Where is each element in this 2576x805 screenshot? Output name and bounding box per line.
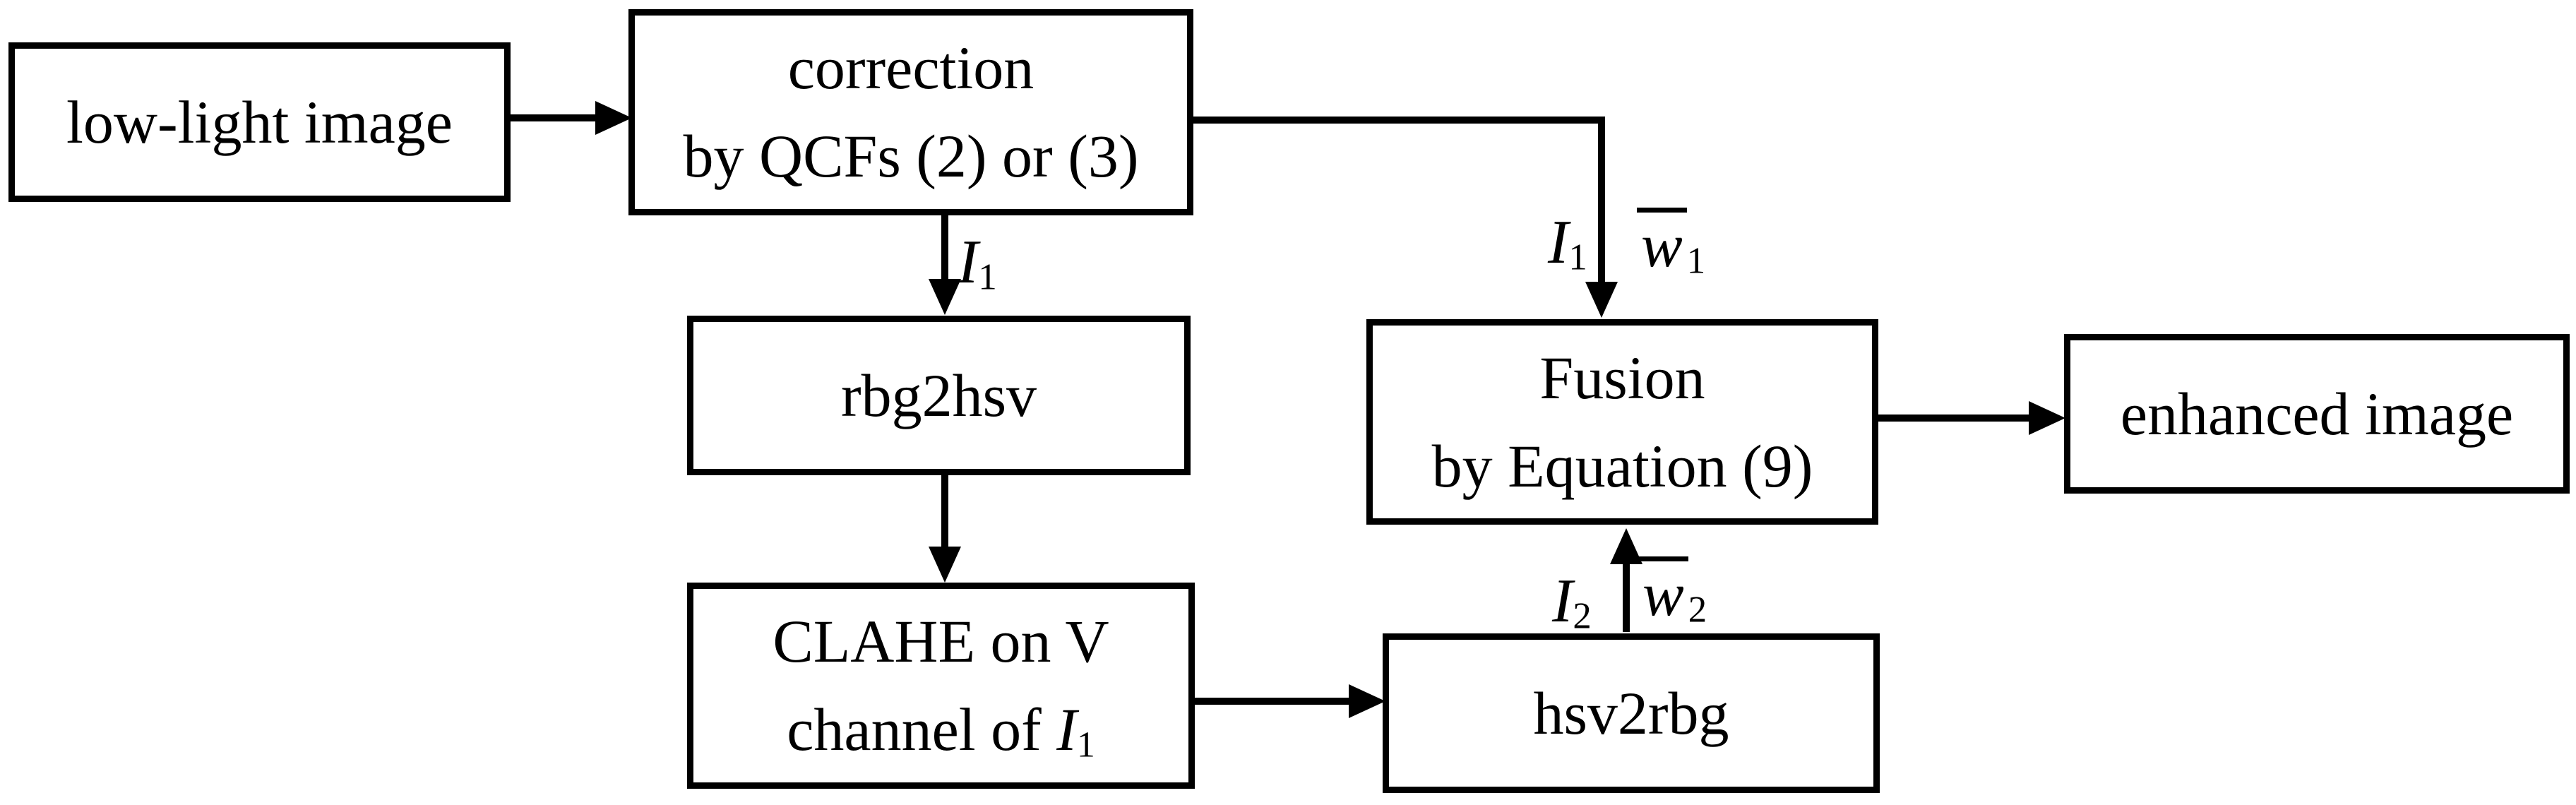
node-hsv2rbg: hsv2rbg: [1383, 633, 1880, 793]
node-clahe-line2-var: I: [1056, 696, 1077, 763]
node-correction-line2: by QCFs (2) or (3): [683, 122, 1139, 190]
arrow-correction-to-rbg2hsv: [929, 214, 961, 315]
edge-label-i1-fusion: I1: [1548, 208, 1587, 278]
node-clahe-line2-sub: 1: [1076, 724, 1095, 765]
node-enhanced: enhanced image: [2064, 334, 2570, 494]
node-enhanced-label: enhanced image: [2120, 379, 2514, 448]
arrow-lowlight-to-correction: [511, 101, 632, 135]
arrow-rbg2hsv-to-clahe: [929, 473, 961, 583]
node-fusion: Fusion by Equation (9): [1366, 319, 1878, 525]
overbar: w: [1638, 556, 1688, 626]
node-rbg2hsv: rbg2hsv: [687, 316, 1191, 475]
node-clahe-line2-text: channel of: [787, 696, 1057, 763]
node-rbg2hsv-label: rbg2hsv: [840, 361, 1037, 429]
arrow-fusion-to-enhanced: [1877, 401, 2065, 435]
elbow-connector-correction-to-fusion: [1192, 117, 1618, 318]
arrow-clahe-to-hsv2rbg: [1193, 684, 1385, 718]
node-fusion-line1: Fusion: [1539, 343, 1705, 412]
edge-label-i1-mid: I1: [958, 228, 997, 298]
overbar: w: [1637, 208, 1687, 278]
node-lowlight: low-light image: [8, 42, 511, 202]
node-correction-line1: correction: [787, 34, 1034, 102]
edge-label-i2-fusion: I2: [1552, 567, 1592, 637]
node-correction: correction by QCFs (2) or (3): [628, 9, 1193, 215]
arrow-hsv2rbg-to-fusion: [1610, 528, 1642, 632]
node-clahe: CLAHE on V channel of I1: [687, 583, 1195, 789]
node-fusion-line2: by Equation (9): [1431, 431, 1813, 500]
node-clahe-line1: CLAHE on V: [773, 607, 1109, 676]
node-hsv2rbg-label: hsv2rbg: [1533, 679, 1729, 747]
node-lowlight-label: low-light image: [66, 88, 453, 156]
